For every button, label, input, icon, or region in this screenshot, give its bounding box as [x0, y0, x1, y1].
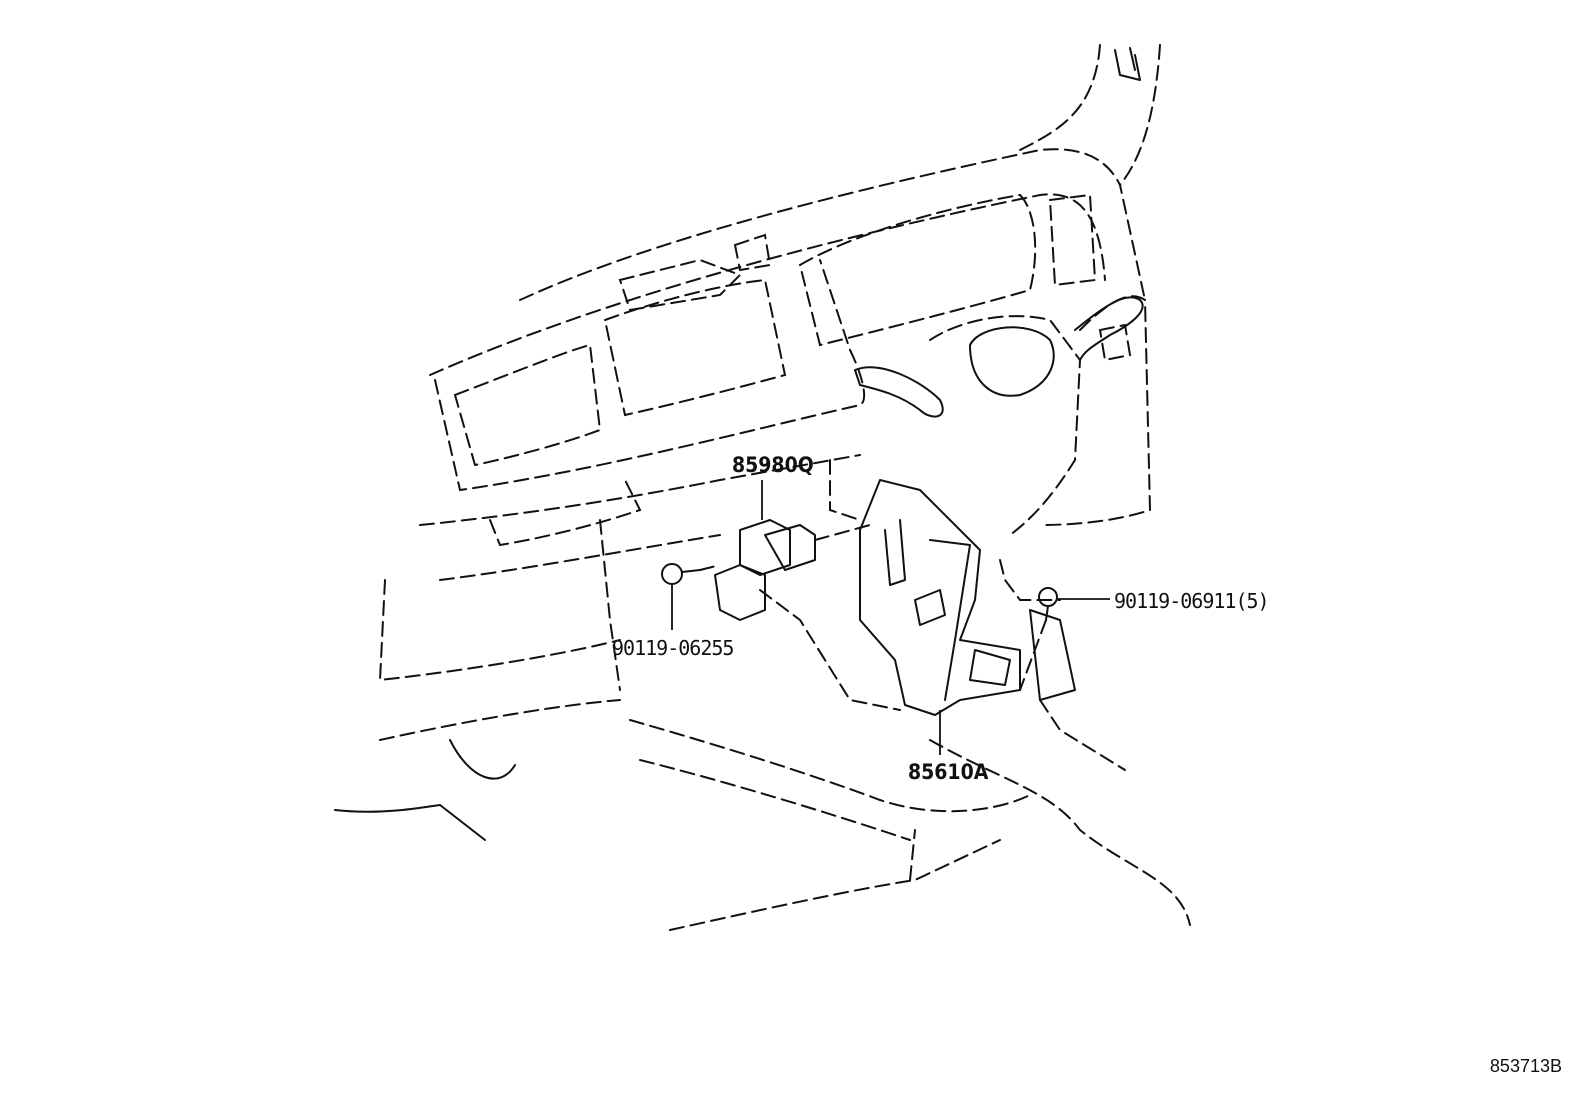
part-label-85980q: 85980Q: [732, 453, 814, 477]
diagram-id: 853713B: [1489, 1056, 1562, 1076]
part-label-90119-06255: 90119-06255: [612, 636, 734, 660]
part-label-85610a: 85610A: [908, 760, 989, 784]
part-label-90119-06911: 90119-06911(5): [1114, 589, 1270, 613]
